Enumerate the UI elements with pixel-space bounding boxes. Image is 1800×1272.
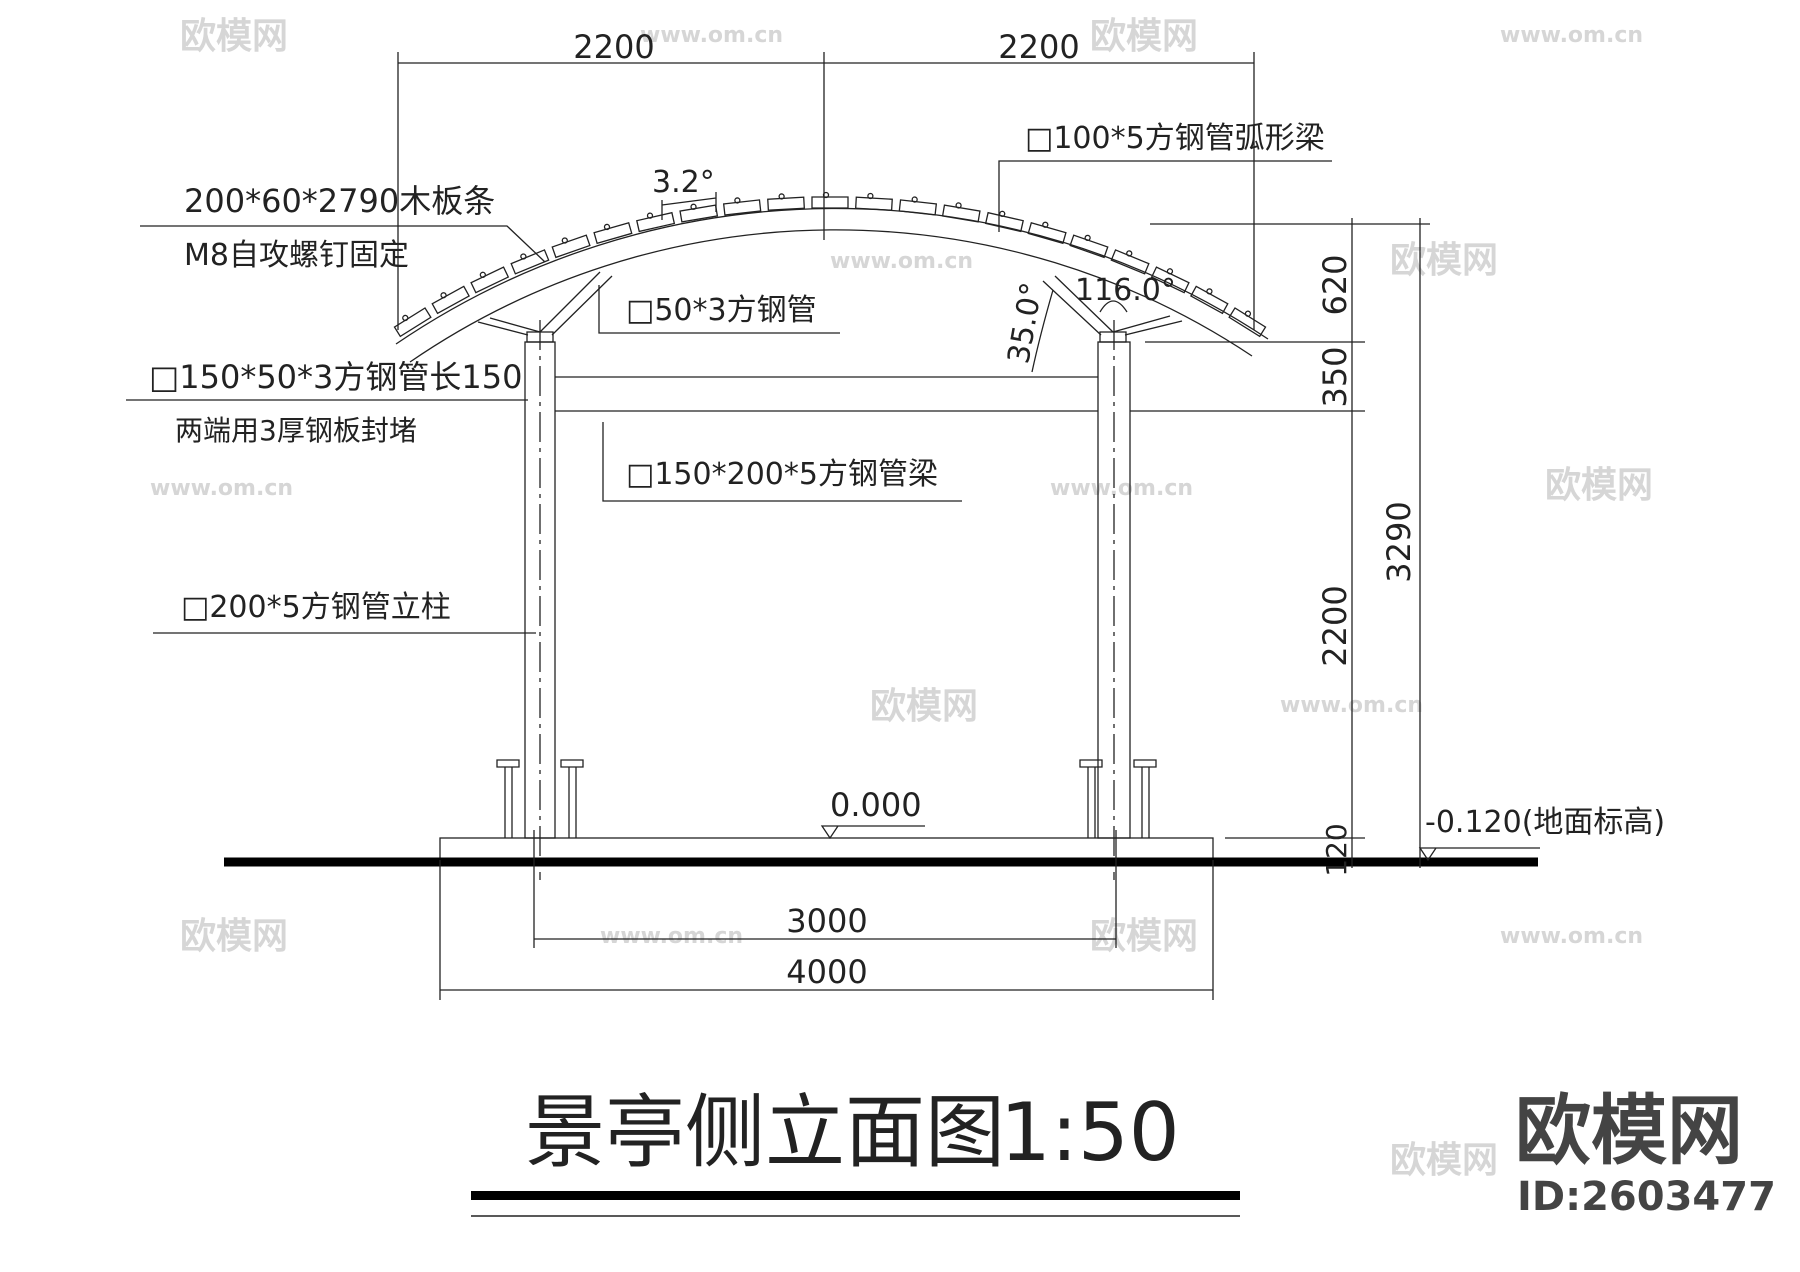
label-cap-note: 两端用3厚钢板封堵 <box>175 414 417 447</box>
watermark-url: www.om.cn <box>1500 924 1643 949</box>
angle-plank: 3.2° <box>652 165 715 200</box>
dim-3290: 3290 <box>1380 501 1418 582</box>
screw-icon <box>520 253 527 260</box>
watermark-brand: 欧模网 <box>180 916 288 957</box>
screw-icon <box>646 212 654 219</box>
screw-icon <box>603 223 611 231</box>
screw-icon <box>402 314 409 322</box>
elevation-ground: -0.120(地面标高) <box>1425 805 1665 840</box>
screw-icon <box>734 197 741 204</box>
watermark-brand: 欧模网 <box>180 16 288 57</box>
label-plank: 200*60*2790木板条 <box>184 182 495 220</box>
screw-icon <box>561 237 568 244</box>
wood-plank <box>431 285 470 315</box>
watermark-url: www.om.cn <box>1500 23 1643 48</box>
dim-3000: 3000 <box>786 902 867 940</box>
wood-plank <box>510 249 550 275</box>
foundation <box>224 837 1538 867</box>
drawing-scale: 1:50 <box>1000 1086 1180 1179</box>
angle-strut-apex: 116.0° <box>1075 273 1176 308</box>
wood-plank <box>722 197 762 216</box>
watermark-layer: 欧模网 欧模网 欧模网 欧模网 欧模网 欧模网 欧模网 欧模网 www.om.c… <box>150 16 1653 1181</box>
brand-logo: 欧模网 ID:2603477 <box>1515 1086 1776 1220</box>
screw-icon <box>479 271 486 278</box>
dim-top-right: 2200 <box>998 28 1079 66</box>
elevation-floor: 0.000 <box>830 786 922 824</box>
wood-plank <box>1228 307 1267 338</box>
top-dimension: 2200 2200 <box>397 28 1255 330</box>
wood-plank <box>941 202 981 223</box>
angle-strut-left: 35.0° <box>1001 280 1050 367</box>
watermark-brand: 欧模网 <box>870 686 978 727</box>
dim-350: 350 <box>1316 346 1354 407</box>
watermark-brand: 欧模网 <box>1090 16 1198 57</box>
planks <box>393 191 1267 338</box>
screw-icon <box>1244 310 1252 317</box>
title-block: 景亭侧立面图 1:50 <box>471 1086 1240 1217</box>
screw-icon <box>867 192 874 200</box>
wood-plank <box>1027 221 1067 245</box>
wood-plank <box>1069 234 1109 259</box>
screw-icon <box>822 191 830 199</box>
label-cap: □150*50*3方钢管长150 <box>149 358 522 396</box>
dim-2200-vertical: 2200 <box>1316 585 1354 666</box>
watermark-brand: 欧模网 <box>1090 916 1198 957</box>
dim-4000: 4000 <box>786 953 867 991</box>
screw-icon <box>440 292 447 299</box>
screw-icon <box>1206 288 1213 295</box>
screw-icon <box>778 193 785 200</box>
watermark-url: www.om.cn <box>600 924 743 949</box>
watermark-brand: 欧模网 <box>1390 240 1498 281</box>
wood-plank <box>854 192 893 211</box>
watermark-brand: 欧模网 <box>1390 1140 1498 1181</box>
dim-620: 620 <box>1316 254 1354 315</box>
wood-plank <box>393 307 432 338</box>
watermark-url: www.om.cn <box>1050 476 1193 501</box>
screw-icon <box>999 210 1006 218</box>
beams <box>555 223 1430 412</box>
wood-plank <box>470 266 510 294</box>
wood-plank <box>767 193 806 211</box>
watermark-brand: 欧模网 <box>1545 465 1653 506</box>
label-column: □200*5方钢管立柱 <box>181 590 451 625</box>
screw-icon <box>1042 221 1049 228</box>
wood-plank <box>1190 285 1229 315</box>
watermark-url: www.om.cn <box>640 23 783 48</box>
label-strut: □50*3方钢管 <box>626 293 817 328</box>
watermark-url: www.om.cn <box>830 249 973 274</box>
arc-roof <box>393 191 1269 363</box>
callouts: 200*60*2790木板条 M8自攻螺钉固定 □100*5方钢管弧形梁 □50… <box>126 121 1332 634</box>
screw-icon <box>911 196 918 203</box>
logo-text: 欧模网 <box>1515 1086 1743 1175</box>
screw-icon <box>1126 250 1133 257</box>
drawing-title: 景亭侧立面图 <box>525 1086 1005 1179</box>
bottom-dimensions: 3000 4000 <box>439 830 1214 1000</box>
wood-plank <box>984 210 1024 233</box>
wood-plank <box>811 191 849 209</box>
wood-plank <box>636 211 676 233</box>
screw-icon <box>690 203 697 210</box>
arc-beam-lower <box>409 229 1253 363</box>
columns <box>496 320 1157 880</box>
screw-icon <box>1166 268 1174 275</box>
wood-plank <box>593 221 633 245</box>
screw-icon <box>1084 234 1091 242</box>
label-beam: □150*200*5方钢管梁 <box>626 457 938 492</box>
wood-plank <box>1110 249 1150 275</box>
wood-plank <box>551 234 591 259</box>
watermark-url: www.om.cn <box>150 476 293 501</box>
elevation-markers: 0.000 -0.120(地面标高) <box>820 786 1665 862</box>
label-screw: M8自攻螺钉固定 <box>184 238 409 273</box>
dim-120: 120 <box>1320 823 1353 876</box>
vertical-dimensions: 620 350 2200 120 3290 <box>1316 218 1421 877</box>
dim-top-left: 2200 <box>573 28 654 66</box>
label-arc-beam: □100*5方钢管弧形梁 <box>1025 121 1325 156</box>
logo-id: ID:2603477 <box>1517 1174 1776 1220</box>
wood-plank <box>1150 266 1190 294</box>
wood-plank <box>898 196 938 216</box>
screw-icon <box>955 202 962 209</box>
